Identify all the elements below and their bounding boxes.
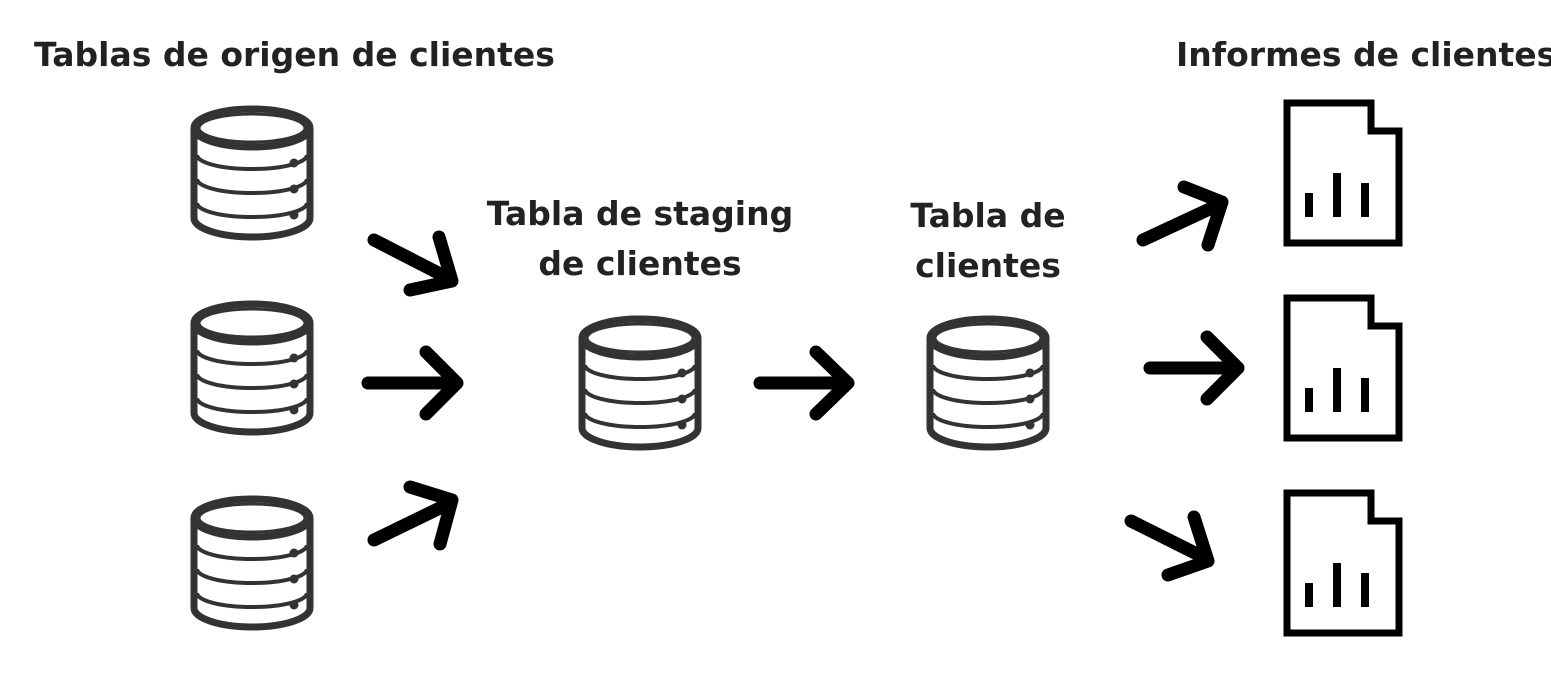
report-1-document-icon [1287,103,1399,243]
staging-table-database-icon [582,319,698,447]
arrow-source-2-to-staging [361,345,464,421]
arrow-clients-table-to-report-2 [1143,330,1245,406]
report-2-document-icon [1287,298,1399,438]
client-reports-label: Informes de clientes [1176,35,1551,74]
clients-table-label-line-2: clientes [915,245,1061,285]
arrow-staging-to-clients-table [753,345,855,421]
source-table-2-database-icon [194,304,310,432]
staging-table-label-line-1: Tabla de staging [486,194,794,233]
source-table-3-database-icon [194,499,310,627]
staging-table-label-line-2: de clientes [538,243,742,283]
arrow-clients-table-to-report-1 [1136,180,1229,252]
report-3-document-icon [1287,493,1399,633]
clients-table-label: Tabla de clientes [910,191,1065,290]
source-tables-label: Tablas de origen de clientes [34,35,555,74]
arrow-source-3-to-staging [367,480,459,551]
arrow-source-1-to-staging [367,230,459,297]
arrow-clients-table-to-report-3 [1124,510,1215,582]
clients-table-database-icon [930,319,1046,447]
staging-table-label: Tabla de staging de clientes [487,189,793,288]
clients-table-label-line-1: Tabla de [910,196,1066,235]
source-table-1-database-icon [194,109,310,237]
